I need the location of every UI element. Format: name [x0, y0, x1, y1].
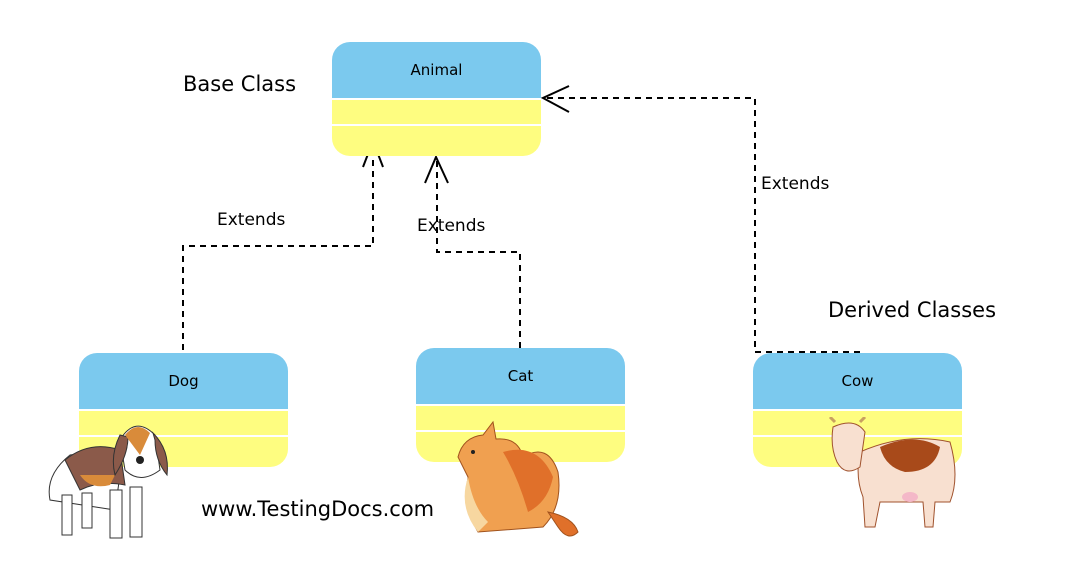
class-cat[interactable]: Cat — [416, 348, 625, 462]
class-dog-attributes — [79, 411, 288, 435]
cow-arrowhead — [540, 85, 570, 113]
cat-arrowhead — [424, 154, 449, 184]
class-animal-methods — [332, 126, 541, 156]
cow-illustration — [828, 417, 956, 528]
class-animal[interactable]: Animal — [332, 42, 541, 156]
cat-extends-line — [436, 160, 521, 348]
class-animal-name: Animal — [332, 42, 541, 98]
dog-extends-label: Extends — [217, 210, 286, 230]
class-cow-name: Cow — [753, 353, 962, 409]
class-dog-name: Dog — [79, 353, 288, 409]
dog-illustration — [48, 425, 168, 539]
dog-extends-line — [182, 145, 374, 350]
class-cat-attributes — [416, 406, 625, 430]
cat-extends-label: Extends — [417, 216, 486, 236]
base-class-label: Base Class — [183, 72, 297, 96]
class-cat-name: Cat — [416, 348, 625, 404]
cow-extends-label: Extends — [761, 174, 830, 194]
cat-illustration — [457, 420, 579, 537]
derived-classes-label: Derived Classes — [828, 298, 997, 322]
watermark: www.TestingDocs.com — [201, 497, 435, 521]
class-dog[interactable]: Dog — [79, 353, 288, 467]
cow-extends-line — [545, 97, 860, 353]
class-animal-attributes — [332, 100, 541, 124]
